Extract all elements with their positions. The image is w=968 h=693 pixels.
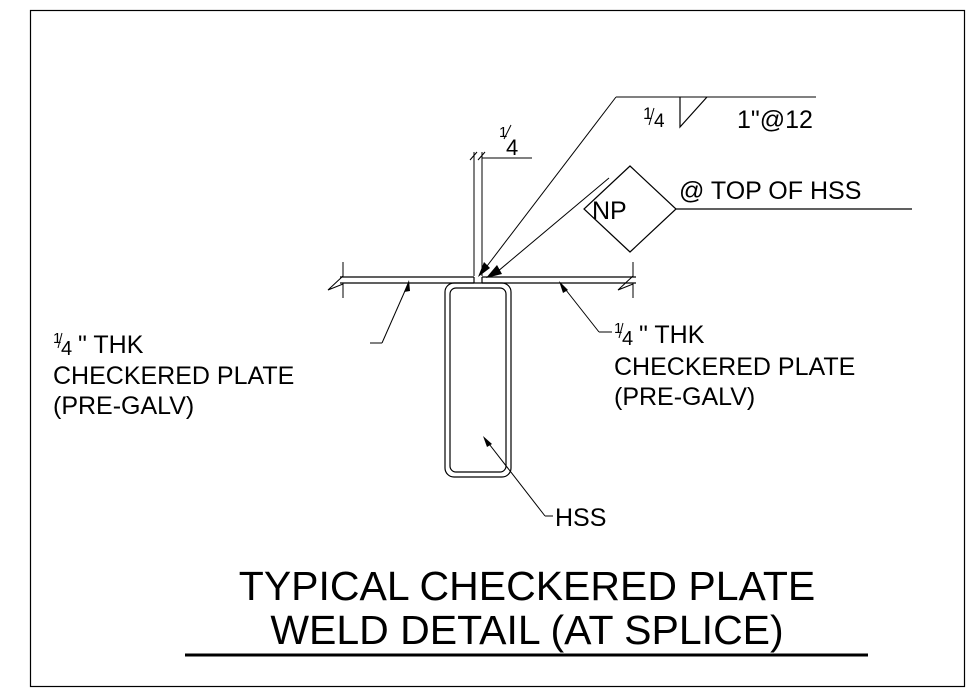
right-thk-suffix: " THK: [639, 321, 705, 349]
hss-outer-wall: [444, 282, 512, 478]
fillet-size-denom: 4: [654, 111, 665, 132]
left-checkered-plate: [340, 276, 475, 284]
np-note: @ TOP OF HSS: [679, 177, 861, 205]
right-thk-slash: [618, 322, 624, 339]
left-thk-slash: [57, 332, 63, 349]
hss-leader: [483, 436, 553, 517]
fillet-size-whole: 1: [643, 104, 652, 123]
hss-inner-wall: [449, 287, 507, 473]
gap-dim-numerator: 1: [499, 124, 507, 141]
gap-dimension: [469, 151, 532, 276]
left-callout-line3: (PRE-GALV): [53, 392, 194, 420]
weld-arrowhead-right: [486, 265, 502, 278]
title-line2: WELD DETAIL (AT SPLICE): [270, 607, 783, 653]
left-break-line: [327, 262, 344, 298]
left-thk-num: 1: [53, 330, 61, 347]
right-checkered-plate: [481, 276, 636, 284]
right-thk-den: 4: [622, 328, 633, 350]
left-thk-den: 4: [61, 338, 72, 360]
fillet-weld-triangle-icon: [679, 96, 708, 129]
np-diamond-icon: [583, 165, 677, 253]
left-callout-line2: CHECKERED PLATE: [53, 362, 294, 390]
left-plate-leader: [370, 280, 410, 344]
right-break-line: [617, 262, 634, 298]
right-callout-line3: (PRE-GALV): [614, 383, 755, 411]
title-line1: TYPICAL CHECKERED PLATE: [239, 563, 815, 609]
right-plate-leader: [559, 281, 612, 333]
weld-arrowhead-left: [478, 262, 490, 277]
np-label: NP: [592, 197, 627, 225]
weld-leaders: [483, 96, 816, 273]
hss-label: HSS: [555, 504, 606, 532]
right-thk-num: 1: [614, 320, 622, 337]
right-callout-line2: CHECKERED PLATE: [614, 353, 855, 381]
sheet-border: [29, 9, 966, 688]
gap-dim-fraction-slash: [503, 124, 512, 140]
left-thk-suffix: " THK: [78, 331, 144, 359]
gap-dim-denominator: 4: [506, 135, 518, 160]
fillet-size-slash: [648, 107, 655, 126]
weld-pitch-text: 1"@12: [737, 106, 813, 134]
